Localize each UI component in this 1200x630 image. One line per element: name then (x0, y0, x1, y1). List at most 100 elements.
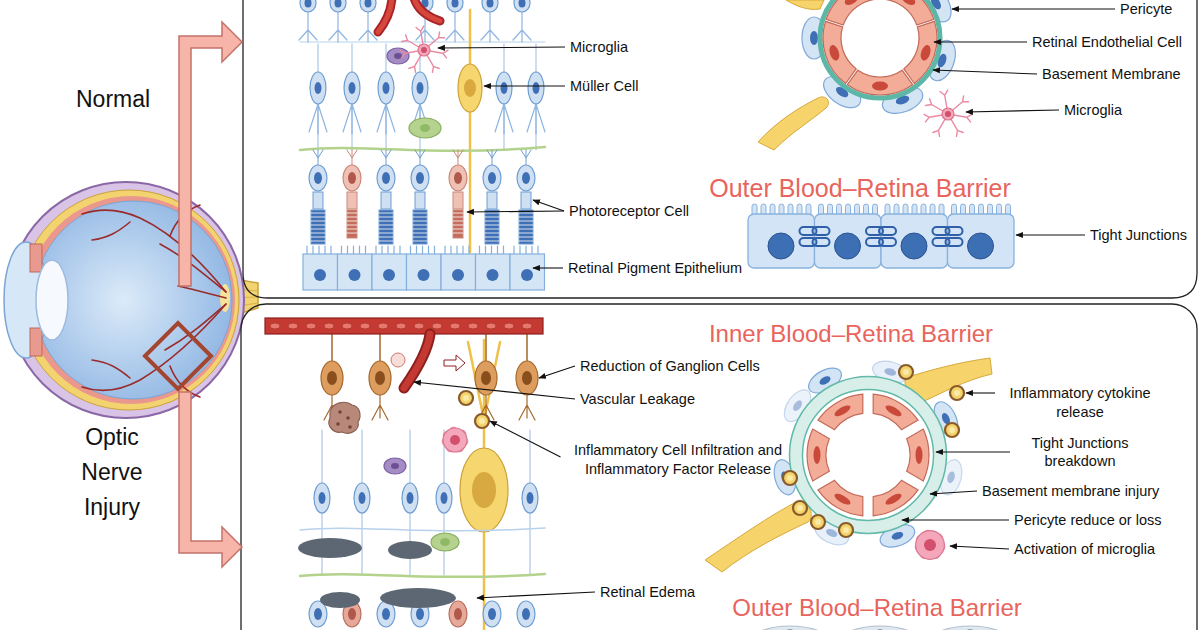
rpe-cell (407, 254, 442, 290)
disc-stripe (413, 233, 427, 234)
vitreous-body (34, 201, 232, 399)
rpe-nucleus (901, 233, 927, 259)
ganglion-cell-nucleus (375, 371, 385, 385)
leader-line (533, 200, 564, 211)
horizontal-cell-nucleus (420, 124, 430, 132)
muller-cell (458, 64, 482, 112)
rpe-cell (372, 254, 407, 290)
photoreceptor-cell (483, 601, 501, 627)
rpe-nucleus (314, 269, 326, 281)
red-blood-cell (414, 323, 424, 329)
sclera (8, 182, 244, 418)
rpe-microvillus (330, 246, 331, 254)
photoreceptor-cell-body (483, 601, 501, 627)
muller-cell-body (458, 64, 482, 112)
pericyte-nucleus (884, 367, 897, 377)
endothelial-nucleus (884, 492, 903, 507)
disc-stripe (485, 225, 499, 226)
inner-segment (415, 192, 425, 209)
rpe-cell (815, 214, 882, 268)
lens (36, 260, 68, 340)
blood-vessel (414, 0, 440, 21)
leader-line (936, 451, 1010, 452)
microglia-body (916, 531, 945, 560)
leader-line (477, 592, 595, 598)
basement-membrane (796, 383, 940, 527)
bipolar-cell (310, 72, 326, 104)
inflammatory-cell-body (329, 402, 360, 433)
cytokine-core (787, 475, 793, 481)
rpe-nucleus (965, 629, 975, 630)
bipolar-cell-nucleus (383, 82, 390, 94)
bipolar-cell-body (310, 72, 326, 104)
injured-outer-barrier (748, 626, 1012, 630)
ganglion-dendrite (329, 12, 347, 42)
cytokine-core (479, 418, 485, 424)
bipolar-cell-body (314, 483, 330, 513)
red-blood-cell (270, 323, 280, 329)
blood-vessel (378, 0, 392, 32)
ganglion-cell-body (516, 361, 538, 395)
endothelial-nucleus (899, 0, 917, 8)
ganglion-dendrite (513, 12, 531, 42)
cytokine-ring (459, 391, 473, 405)
ganglion-cell (369, 361, 391, 395)
rpe-microvillus (318, 246, 319, 254)
photoreceptor-cell (517, 601, 535, 627)
rpe-nucleus (452, 269, 464, 281)
disc-stripe (379, 233, 393, 234)
rpe-microvillus (359, 246, 360, 254)
leader-line (414, 382, 575, 399)
muller-cell-nucleus (472, 472, 496, 508)
tight-junction-link (879, 227, 896, 235)
photoreceptor-synapse (453, 150, 463, 166)
choroid (19, 190, 239, 410)
pericyte-nucleus (825, 527, 839, 538)
bipolar-cell-body (522, 483, 538, 513)
rpe-microvillus (503, 246, 504, 254)
disc-stripe (519, 233, 533, 234)
amacrine-cell (387, 48, 409, 64)
bipolar-cell (402, 483, 418, 513)
leader-line (950, 546, 1009, 549)
disc-stripe (485, 229, 499, 230)
photoreceptor-synapse (487, 150, 497, 166)
disc-stripe (453, 217, 463, 218)
rpe-microvillus (537, 246, 538, 254)
amacrine-cell (384, 458, 406, 474)
callout-label: Basement Membrane (1042, 66, 1181, 83)
cytokine-core (903, 369, 909, 375)
rpe-microvillus (428, 246, 429, 254)
condition-label: Optic Nerve Injury (72, 420, 152, 525)
photoreceptor-cell-body (517, 601, 535, 627)
callout-label: Microglia (570, 39, 628, 56)
ganglion-cell (447, 0, 463, 12)
ganglion-cell-body (514, 0, 530, 12)
cytokine-dot (783, 471, 797, 485)
muller-cell-body (460, 448, 508, 532)
disc-stripe (519, 237, 533, 238)
rpe-microvillus (387, 246, 388, 254)
pericyte-nucleus (810, 31, 818, 45)
horizontal-cell-body (431, 533, 459, 551)
disc-stripe (379, 217, 393, 218)
red-blood-cell (324, 323, 334, 329)
disc-stripe (453, 221, 463, 222)
disc-stripe (519, 217, 533, 218)
astrocyte-endfoot (705, 500, 811, 572)
rpe-nucleus (785, 629, 795, 630)
leader-line (902, 519, 1009, 520)
astrocyte-endfoot (786, 0, 824, 9)
rpe-nucleus (768, 233, 794, 259)
iris (30, 328, 42, 356)
outer-segment (413, 210, 427, 244)
disc-stripe (453, 229, 463, 230)
ganglion-cell-body (321, 361, 343, 395)
retinal-vessel (160, 244, 226, 292)
microglia-body (942, 108, 954, 120)
cytokine-core (815, 519, 821, 525)
disc-stripe (413, 221, 427, 222)
normal-outer-barrier (748, 204, 1014, 268)
disc-stripe (485, 233, 499, 234)
outer-limiting-line (300, 147, 545, 151)
